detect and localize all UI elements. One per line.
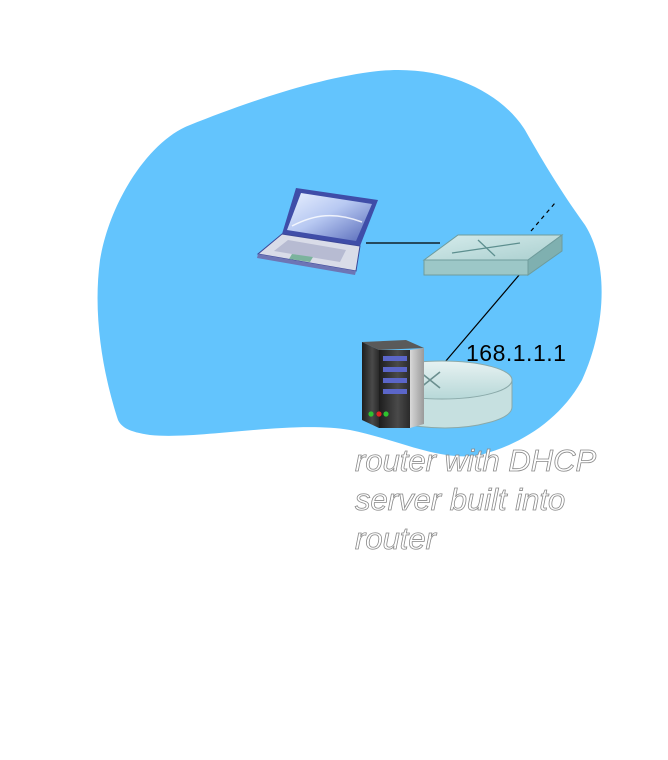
link-switch-router	[444, 273, 521, 363]
link-switch-external	[530, 202, 556, 232]
router-ip-label: 168.1.1.1	[466, 340, 567, 366]
router-caption: router with DHCP server built into route…	[355, 441, 655, 558]
switch-icon	[422, 234, 564, 276]
dhcp-server-icon	[362, 340, 424, 428]
caption-line-3: router	[355, 521, 437, 557]
laptop-icon	[256, 188, 378, 275]
caption-line-1: router with DHCP	[355, 443, 597, 479]
caption-line-2: server built into	[355, 482, 566, 518]
